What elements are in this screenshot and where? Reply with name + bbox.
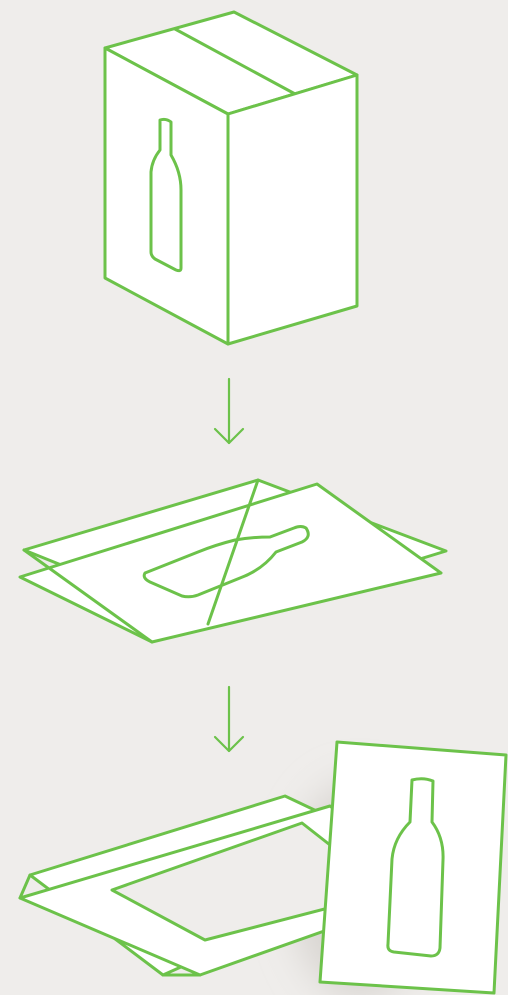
arrow-down-icon xyxy=(213,685,245,753)
bottle-icon xyxy=(149,117,183,273)
stacked-sheets-with-bottle-cutout-icon xyxy=(18,478,448,644)
frame-sheets-with-bottle-panel-icon xyxy=(18,740,508,995)
box-right-face xyxy=(226,73,359,346)
upright-panel xyxy=(318,740,508,995)
arrow-down-icon xyxy=(213,377,245,445)
box-tape-line xyxy=(173,27,299,97)
shipping-box-icon xyxy=(103,10,359,346)
bottle-icon xyxy=(386,777,445,958)
bottle-cutout xyxy=(142,525,310,599)
